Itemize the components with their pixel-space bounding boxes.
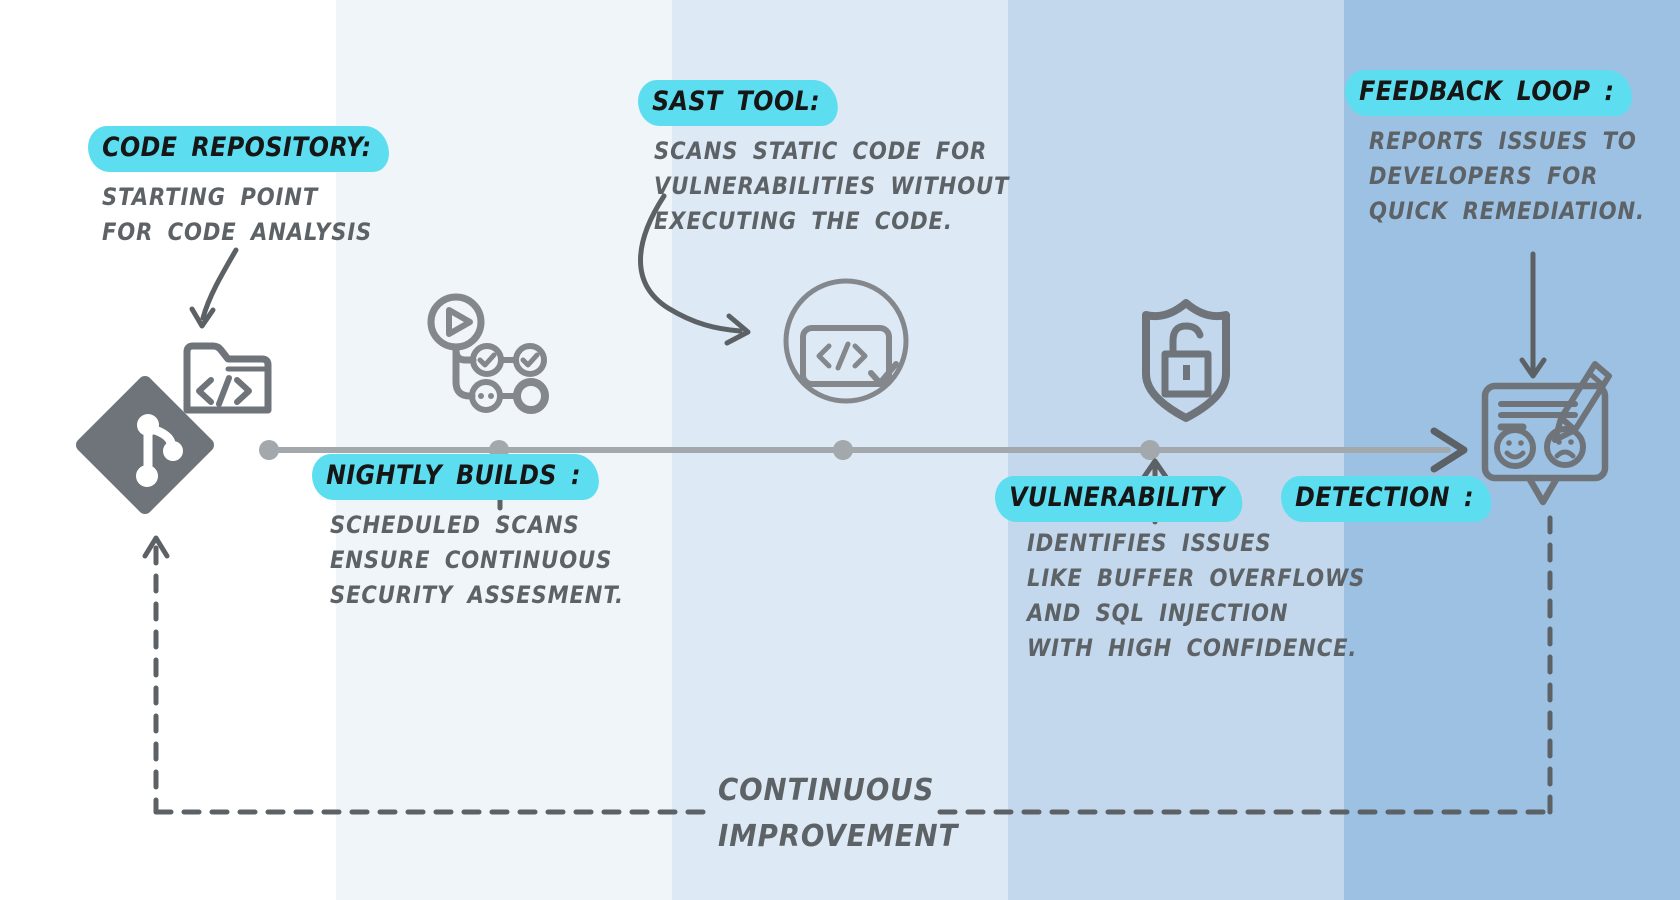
highlight-nightly-builds: NIGHTLY BUILDS : — [312, 454, 599, 500]
stage-body-line: STARTING POINT — [102, 183, 319, 211]
feedback-report-icon — [1481, 361, 1612, 506]
stage-body-line: AND SQL INJECTION — [1027, 599, 1289, 627]
stage-label-vulnerability-detection: VULNERABILITY DETECTION : IDENTIFIES ISS… — [995, 476, 1520, 666]
sad-face-icon — [1544, 426, 1586, 468]
background-band-4 — [1008, 0, 1344, 900]
stage-body-line: QUICK REMEDIATION. — [1369, 197, 1645, 225]
highlight-sast-tool: SAST TOOL: — [638, 80, 838, 126]
stage-body-line: VULNERABILITIES WITHOUT — [654, 172, 1010, 200]
stage-body-line: IDENTIFIES ISSUES — [1027, 529, 1272, 557]
build-pipeline-icon — [427, 293, 549, 414]
stage-body-line: SECURITY ASSESMENT. — [330, 581, 624, 609]
highlight-feedback-loop: FEEDBACK LOOP : — [1345, 70, 1633, 116]
stage-label-code-repository: CODE REPOSITORY: STARTING POINT FOR CODE… — [88, 126, 430, 250]
stage-body-line: DEVELOPERS FOR — [1369, 162, 1599, 190]
stage-body-line: WITH HIGH CONFIDENCE. — [1027, 634, 1358, 662]
stage-title: VULNERABILITY — [1009, 482, 1225, 513]
stage-title: NIGHTLY BUILDS : — [326, 460, 581, 491]
code-folder-icon — [183, 342, 272, 414]
stage-body-line: ENSURE CONTINUOUS — [330, 546, 613, 574]
highlight-code-repository: CODE REPOSITORY: — [88, 126, 390, 172]
stage-body-line: SCHEDULED SCANS — [330, 511, 580, 539]
stage-title: FEEDBACK LOOP : — [1359, 76, 1615, 107]
highlight-vulnerability-line1: VULNERABILITY — [995, 476, 1243, 522]
loop-label-line1: CONTINUOUS — [718, 773, 935, 808]
stage-label-nightly-builds: NIGHTLY BUILDS : SCHEDULED SCANS ENSURE … — [312, 454, 664, 613]
stage-title: DETECTION : — [1295, 482, 1475, 513]
code-scan-icon — [783, 278, 909, 404]
stage-label-sast-tool: SAST TOOL: SCANS STATIC CODE FOR VULNERA… — [638, 80, 1058, 239]
stage-body-line: EXECUTING THE CODE. — [654, 207, 953, 235]
loop-label-line2: IMPROVEMENT — [718, 819, 959, 854]
happy-face-icon — [1494, 427, 1536, 469]
stage-title: CODE REPOSITORY: — [102, 132, 372, 163]
stage-body-line: SCANS STATIC CODE FOR — [654, 137, 988, 165]
stage-body-line: LIKE BUFFER OVERFLOWS — [1027, 564, 1366, 592]
stage-title: SAST TOOL: — [652, 86, 821, 117]
stage-label-feedback-loop: FEEDBACK LOOP : REPORTS ISSUES TO DEVELO… — [1345, 70, 1680, 229]
highlight-vulnerability-line2: DETECTION : — [1281, 476, 1492, 522]
shield-unlock-icon — [1142, 299, 1230, 422]
git-icon — [76, 376, 214, 514]
continuous-improvement-label: CONTINUOUS IMPROVEMENT — [718, 768, 979, 860]
stage-body-line: FOR CODE ANALYSIS — [102, 218, 373, 246]
stage-body-line: REPORTS ISSUES TO — [1369, 127, 1637, 155]
